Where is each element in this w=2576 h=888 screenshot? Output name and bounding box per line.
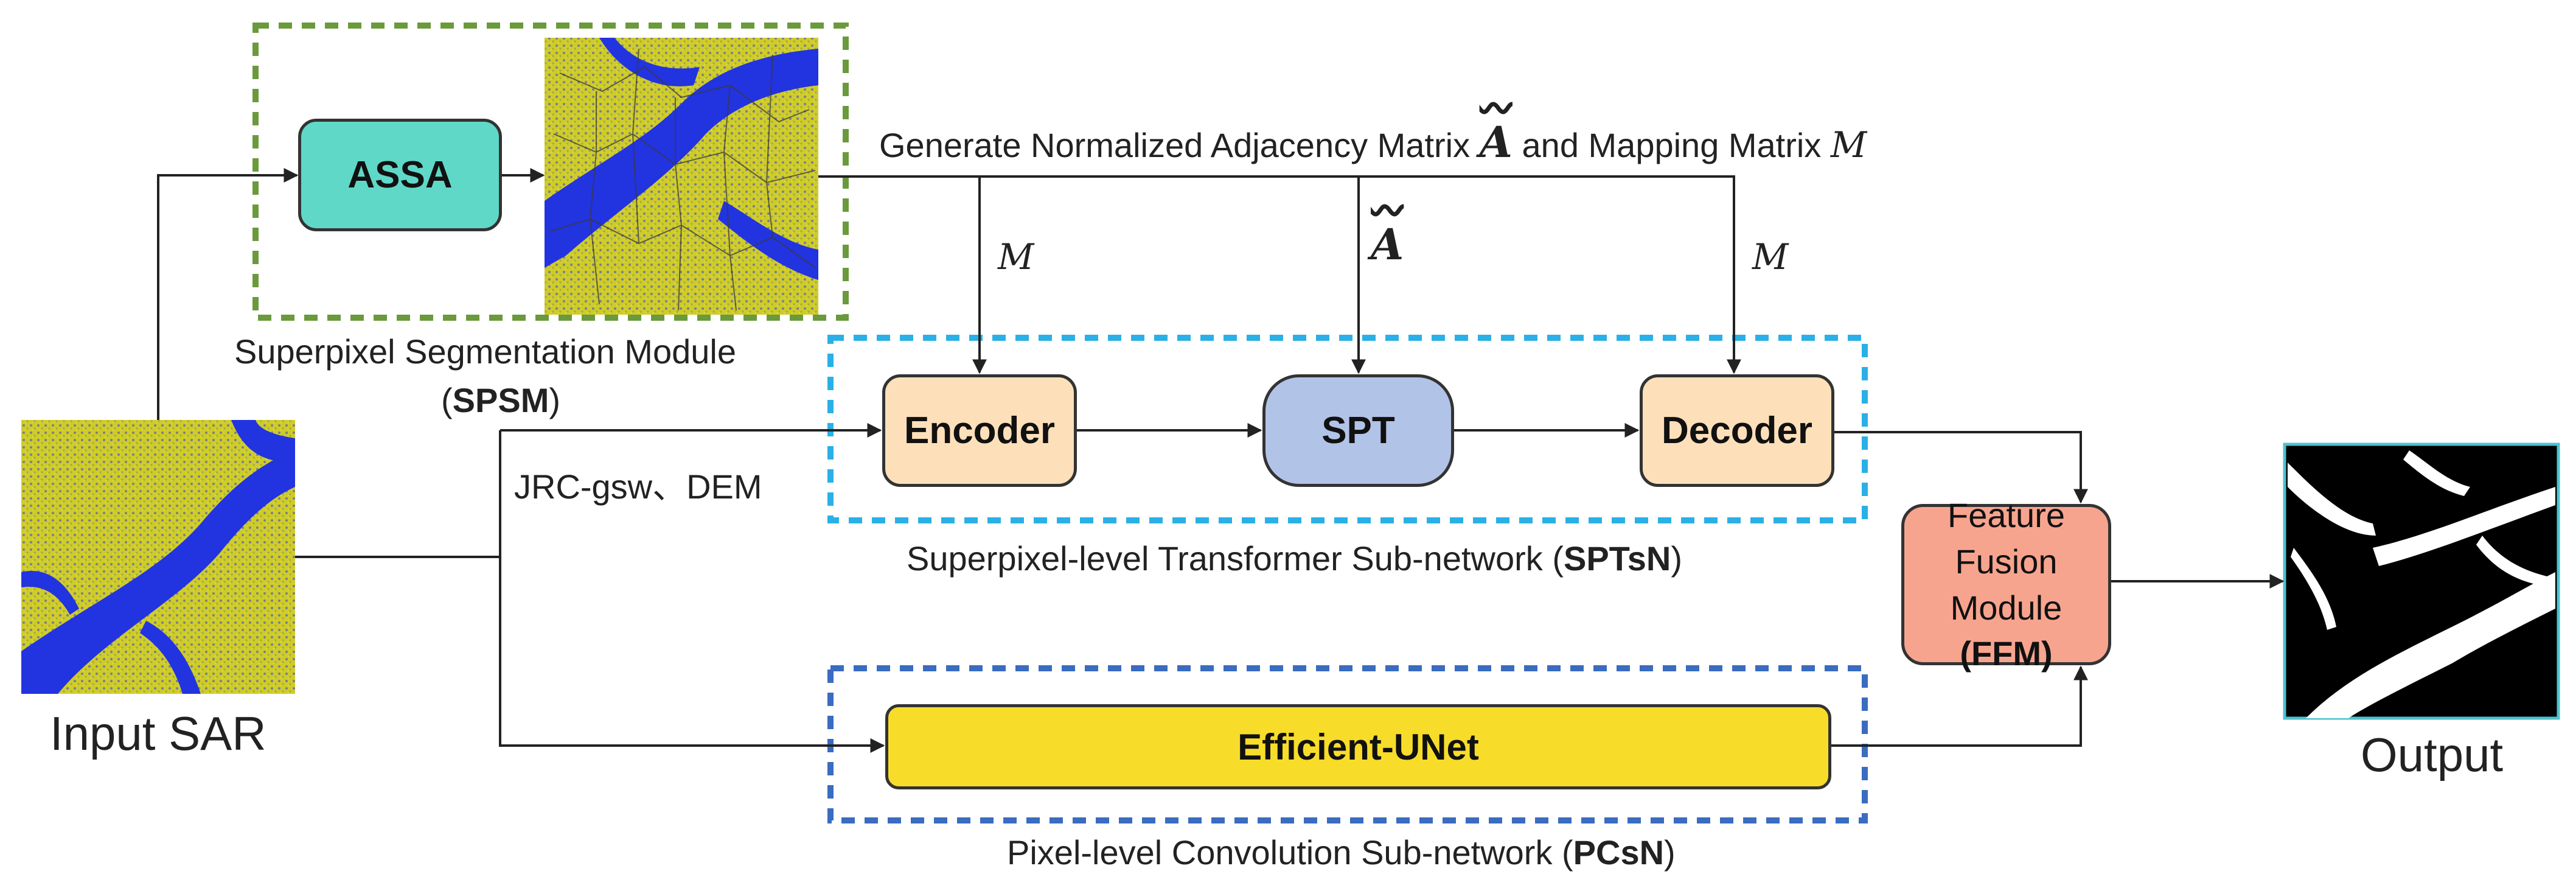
edge-label-m-decoder: M [1752,236,1789,278]
a-tilde-symbol: A [1479,117,1513,167]
ffm-line1: Feature [1948,492,2065,539]
edge-label-a-spt: A [1371,219,1404,270]
ffm-line2: Fusion [1955,539,2057,585]
ffm-word-feature: Feature [1948,496,2065,535]
assa-box: ASSA [298,119,502,231]
pcsn-abbr: PCsN [1573,833,1665,872]
superpixel-image [545,38,818,315]
spsm-caption: Superpixel Segmentation Module [234,332,736,371]
ffm-abbr: (FFM) [1960,634,2053,673]
assa-label: ASSA [347,154,453,196]
pcsn-close: ) [1664,833,1676,872]
ffm-word-module: Module [1950,588,2063,627]
output-image [2283,442,2560,720]
spsm-abbr-caption: (SPSM) [441,380,560,420]
input-sar-caption: Input SAR [50,707,266,760]
spsm-close: ) [549,381,561,419]
efficient-unet-label: Efficient-UNet [1238,726,1479,767]
pcsn-text: Pixel-level Convolution Sub-network ( [1007,833,1573,872]
ffm-word-fusion: Fusion [1955,542,2058,581]
input-sar-image [21,420,295,694]
spt-label: SPT [1321,410,1395,452]
encoder-box: Encoder [882,374,1077,487]
encoder-label: Encoder [903,410,1056,452]
ffm-box: Feature Fusion Module (FFM) [1901,496,2111,673]
jrc-dem-label: JRC-gsw、DEM [514,467,762,506]
m-symbol: M [1830,124,1867,166]
output-caption: Output [2361,728,2504,781]
decoder-label: Decoder [1661,410,1813,452]
ffm-line3: Module (FFM) [1904,585,2108,677]
sptsn-close: ) [1671,539,1682,578]
generate-matrix-caption: Generate Normalized Adjacency Matrix A a… [879,117,1867,167]
generate-text-a: Generate Normalized Adjacency Matrix [879,126,1480,164]
generate-text-b: and Mapping Matrix [1512,126,1831,164]
decoder-box: Decoder [1640,374,1834,487]
spsm-open: ( [441,381,453,419]
spsm-frame [252,23,849,321]
sptsn-abbr: SPTsN [1563,539,1671,578]
edge-label-m-encoder: M [998,236,1034,278]
efficient-unet-box: Efficient-UNet [885,704,1831,789]
spsm-abbr: SPSM [452,381,549,419]
sptsn-caption: Superpixel-level Transformer Sub-network… [907,539,1682,578]
sptsn-text: Superpixel-level Transformer Sub-network… [907,539,1564,578]
pcsn-caption: Pixel-level Convolution Sub-network (PCs… [1007,833,1676,872]
spt-box: SPT [1262,374,1454,487]
